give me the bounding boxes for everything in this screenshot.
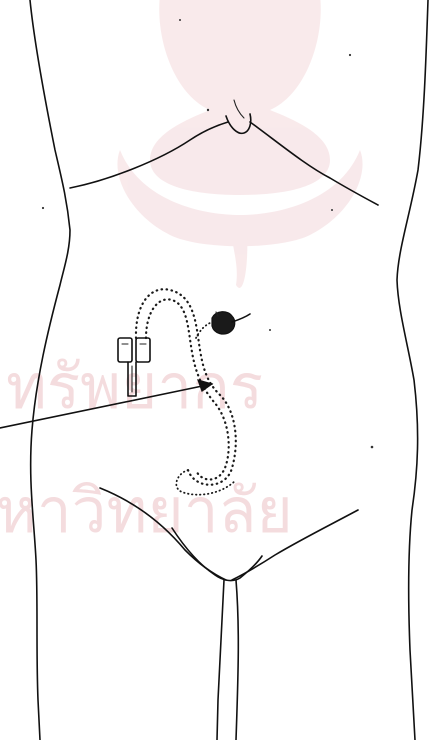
watermark-line-1: ทรัพยากร [6, 350, 263, 423]
right-torso-contour [397, 0, 428, 740]
watermark-emblem [117, 0, 362, 288]
left-inner-thigh [217, 580, 224, 740]
watermark: ทรัพยากร หาวิทยาลัย [0, 0, 363, 547]
right-inner-thigh [236, 580, 238, 740]
clamp-fitting [212, 312, 250, 334]
clamp-tail [232, 314, 250, 322]
watermark-line-2: หาวิทยาลัย [0, 474, 293, 547]
